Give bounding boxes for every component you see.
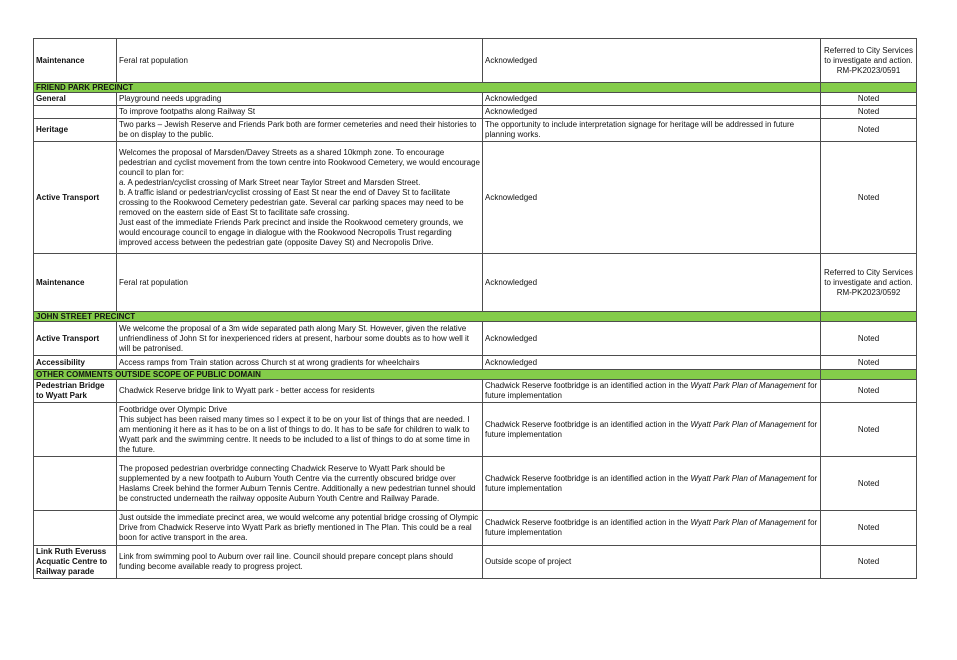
response-text: for future implementation — [485, 419, 818, 439]
category-cell: Active Transport — [33, 321, 117, 356]
category-cell: Heritage — [33, 118, 117, 142]
category-cell — [33, 105, 117, 119]
category-cell: Maintenance — [33, 253, 117, 312]
response-cell: Chadwick Reserve footbridge is an identi… — [482, 402, 821, 457]
response-text: Chadwick Reserve footbridge is an identi… — [485, 518, 691, 527]
response-cell: Acknowledged — [482, 38, 821, 83]
response-cell: Outside scope of project — [482, 545, 821, 579]
category-cell: Link Ruth Everuss Acquatic Centre to Rai… — [33, 545, 117, 579]
issue-cell: To improve footpaths along Railway St — [116, 105, 483, 119]
status-cell: Noted — [820, 545, 917, 579]
issue-line: Footbridge over Olympic Drive — [119, 404, 228, 414]
status-cell: Noted — [820, 379, 917, 403]
response-cell: Acknowledged — [482, 321, 821, 356]
response-cell: Chadwick Reserve footbridge is an identi… — [482, 456, 821, 511]
issue-cell: Feral rat population — [116, 38, 483, 83]
response-cell: Acknowledged — [482, 105, 821, 119]
issue-cell: The proposed pedestrian overbridge conne… — [116, 456, 483, 511]
section-title: OTHER COMMENTS OUTSIDE SCOPE OF PUBLIC D… — [33, 369, 821, 380]
response-cell: Acknowledged — [482, 92, 821, 106]
category-cell: Maintenance — [33, 38, 117, 83]
response-cell: Acknowledged — [482, 355, 821, 370]
section-spacer — [820, 82, 917, 93]
status-cell: Noted — [820, 105, 917, 119]
status-cell: Noted — [820, 510, 917, 546]
category-cell: Accessibility — [33, 355, 117, 370]
category-cell: Active Transport — [33, 141, 117, 254]
issue-cell: Feral rat population — [116, 253, 483, 312]
table-row: Link Ruth Everuss Acquatic Centre to Rai… — [33, 545, 917, 579]
section-header-row: FRIEND PARK PRECINCT — [33, 82, 917, 93]
issue-line: This subject has been raised many times … — [119, 414, 470, 454]
response-text: for future implementation — [485, 381, 818, 400]
status-cell: Noted — [820, 118, 917, 142]
status-cell: Noted — [820, 92, 917, 106]
response-text: Chadwick Reserve footbridge is an identi… — [485, 473, 691, 483]
category-cell — [33, 402, 117, 457]
issue-cell: Link from swimming pool to Auburn over r… — [116, 545, 483, 579]
issue-cell: Chadwick Reserve bridge link to Wyatt pa… — [116, 379, 483, 403]
issue-cell: We welcome the proposal of a 3m wide sep… — [116, 321, 483, 356]
section-spacer — [820, 311, 917, 322]
section-title: JOHN STREET PRECINCT — [33, 311, 821, 322]
issue-line: Just east of the immediate Friends Park … — [119, 217, 464, 247]
issue-line: a. A pedestrian/cyclist crossing of Mark… — [119, 177, 421, 187]
issue-cell: Playground needs upgrading — [116, 92, 483, 106]
category-cell — [33, 456, 117, 511]
response-cell: Chadwick Reserve footbridge is an identi… — [482, 510, 821, 546]
status-cell: Noted — [820, 456, 917, 511]
response-cell: Acknowledged — [482, 253, 821, 312]
response-text: Chadwick Reserve footbridge is an identi… — [485, 419, 691, 429]
status-cell: Referred to City Services to investigate… — [820, 38, 917, 83]
issue-cell: Welcomes the proposal of Marsden/Davey S… — [116, 141, 483, 254]
category-cell — [33, 510, 117, 546]
status-cell: Noted — [820, 355, 917, 370]
status-cell: Noted — [820, 141, 917, 254]
status-cell: Noted — [820, 402, 917, 457]
category-cell: Pedestrian Bridge to Wyatt Park — [33, 379, 117, 403]
section-header-row: JOHN STREET PRECINCT — [33, 311, 917, 322]
table-row: Just outside the immediate precinct area… — [33, 510, 917, 546]
document-title: Wyatt Park Plan of Management — [690, 473, 806, 483]
response-text: for future implementation — [485, 473, 818, 493]
response-text: for future implementation — [485, 518, 818, 537]
section-title: FRIEND PARK PRECINCT — [33, 82, 821, 93]
response-cell: Chadwick Reserve footbridge is an identi… — [482, 379, 821, 403]
issue-cell: Just outside the immediate precinct area… — [116, 510, 483, 546]
table-row: The proposed pedestrian overbridge conne… — [33, 456, 917, 511]
document-title: Wyatt Park Plan of Management — [690, 518, 806, 527]
issue-cell: Two parks – Jewish Reserve and Friends P… — [116, 118, 483, 142]
issue-line: b. A traffic island or pedestrian/cyclis… — [119, 187, 464, 217]
issue-line: Welcomes the proposal of Marsden/Davey S… — [119, 147, 480, 177]
status-cell: Noted — [820, 321, 917, 356]
document-title: Wyatt Park Plan of Management — [690, 419, 806, 429]
section-spacer — [820, 369, 917, 380]
table-row: Active Transport Welcomes the proposal o… — [33, 141, 917, 254]
response-text: Chadwick Reserve footbridge is an identi… — [485, 381, 691, 390]
document-title: Wyatt Park Plan of Management — [690, 381, 806, 390]
response-cell: Acknowledged — [482, 141, 821, 254]
response-cell: The opportunity to include interpretatio… — [482, 118, 821, 142]
status-cell: Referred to City Services to investigate… — [820, 253, 917, 312]
issue-cell: Access ramps from Train station across C… — [116, 355, 483, 370]
category-cell: General — [33, 92, 117, 106]
section-header-row: OTHER COMMENTS OUTSIDE SCOPE OF PUBLIC D… — [33, 369, 917, 380]
